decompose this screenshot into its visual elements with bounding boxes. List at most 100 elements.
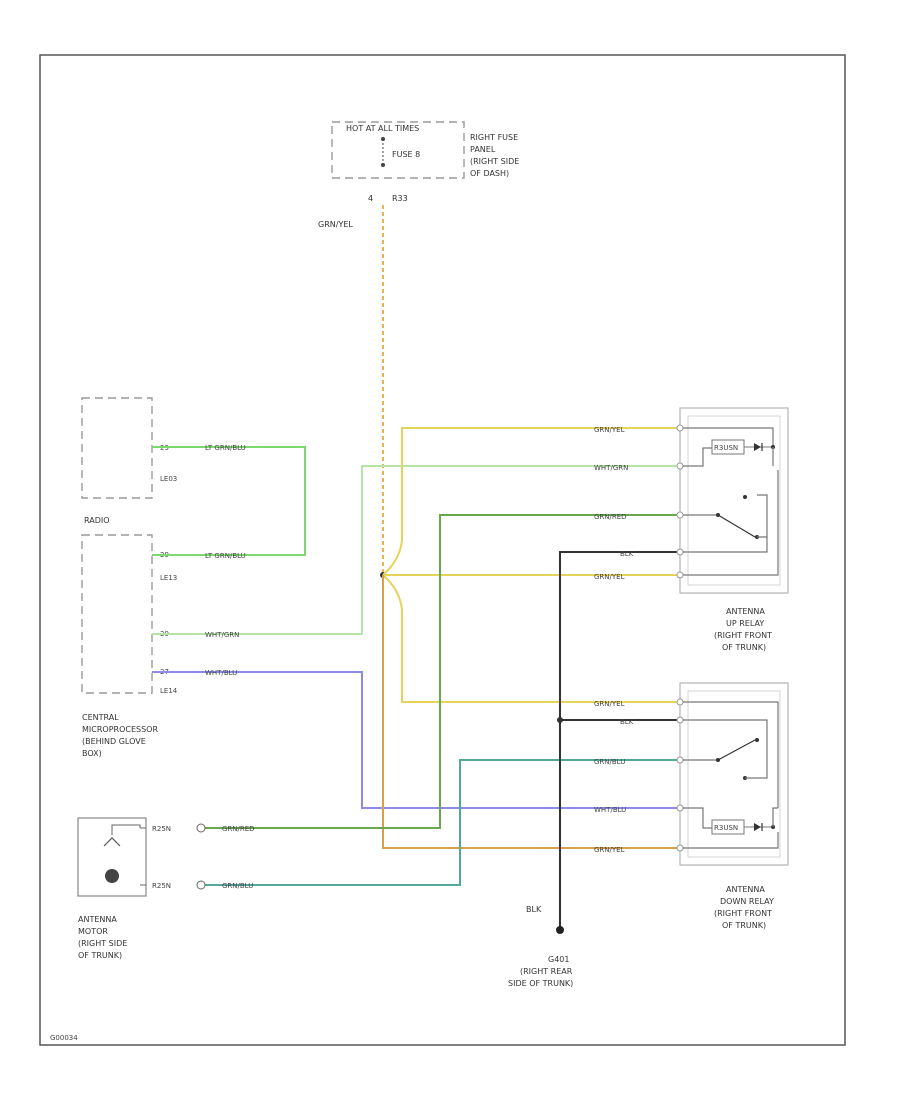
feed-to-up-relay-pin1 bbox=[382, 427, 680, 576]
down-relay-trace-7 bbox=[683, 832, 779, 849]
ground-line-1: G401 bbox=[548, 955, 569, 964]
radio-label: RADIO bbox=[84, 516, 110, 525]
up-relay-trace-5 bbox=[757, 494, 768, 538]
central-microprocessor: 29 LE13 29 27 LE14 CENTRAL MICROPROCESSO… bbox=[81, 534, 178, 758]
up-relay-trace-6 bbox=[683, 537, 768, 553]
up-relay-line-1: ANTENNA bbox=[726, 607, 765, 616]
down-relay-pin-5 bbox=[676, 844, 684, 852]
down-relay-trace-1 bbox=[683, 701, 779, 808]
micro-wht-grn-wire bbox=[152, 465, 680, 635]
up-relay-wire-5-label: GRN/YEL bbox=[594, 573, 625, 581]
micro-wht-blu-label: WHT/BLU bbox=[205, 669, 237, 677]
up-relay-trace-1 bbox=[683, 427, 774, 448]
microprocessor-outline bbox=[81, 534, 153, 694]
antenna-motor: R25N R25N bbox=[77, 817, 206, 897]
fuse-panel: HOT AT ALL TIMES FUSE 8 RIGHT FUSE PANEL… bbox=[318, 121, 519, 229]
micro-wht-blu-wire bbox=[152, 671, 680, 809]
motor-line-4: OF TRUNK) bbox=[78, 951, 122, 960]
down-relay-line-2: DOWN RELAY bbox=[720, 897, 774, 906]
motor-line-2: MOTOR bbox=[78, 927, 108, 936]
radio-outline bbox=[81, 397, 153, 499]
down-relay-wire-5-label: GRN/YEL bbox=[594, 846, 625, 854]
diagram-frame bbox=[39, 54, 846, 1046]
up-relay-trace-2 bbox=[683, 447, 712, 467]
down-relay-outline bbox=[679, 682, 789, 866]
down-relay-wire-1-label: GRN/YEL bbox=[594, 700, 625, 708]
up-relay-trace-7 bbox=[683, 470, 779, 576]
micro-line-1: CENTRAL bbox=[82, 713, 119, 722]
micro-connector-mid: LE13 bbox=[160, 574, 177, 582]
up-relay-wire-2-label: WHT/GRN bbox=[594, 464, 628, 472]
fuse-feed-wire-label: GRN/YEL bbox=[318, 220, 353, 229]
up-relay-pin-4 bbox=[676, 548, 684, 556]
down-relay-wire-3-label: GRN/BLU bbox=[594, 758, 625, 766]
down-relay-wire-2-label: BLK bbox=[620, 718, 634, 726]
ground-splice bbox=[557, 717, 563, 723]
fuse-terminal-number: 4 bbox=[368, 194, 373, 203]
up-relay-line-4: OF TRUNK) bbox=[722, 643, 766, 652]
motor-line-1: ANTENNA bbox=[78, 915, 117, 924]
down-relay-to-motor-wire bbox=[205, 759, 680, 886]
motor-line-3: (RIGHT SIDE bbox=[78, 939, 127, 948]
down-relay-pin-1 bbox=[676, 698, 684, 706]
motor-connector-2 bbox=[196, 880, 206, 890]
ground-line-2: (RIGHT REAR bbox=[520, 967, 573, 976]
ground-wire bbox=[559, 551, 680, 930]
fuse-label: FUSE 8 bbox=[392, 150, 420, 159]
down-relay-trace-4 bbox=[745, 740, 768, 779]
fuse-panel-outline bbox=[331, 121, 465, 179]
motor-arrow-icon bbox=[103, 837, 121, 847]
up-relay-wire-3-label: GRN/RED bbox=[594, 513, 627, 521]
up-relay-line-2: UP RELAY bbox=[726, 619, 764, 628]
up-relay-diode bbox=[754, 443, 761, 451]
micro-line-3: (BEHIND GLOVE bbox=[82, 737, 146, 746]
motor-wire-1-label: GRN/RED bbox=[222, 825, 255, 833]
up-relay-pin-3 bbox=[676, 511, 684, 519]
up-relay-contact-no bbox=[743, 495, 747, 499]
down-relay-diode bbox=[754, 823, 761, 831]
motor-pin-2: R25N bbox=[152, 882, 171, 890]
motor-pin-1: R25N bbox=[152, 825, 171, 833]
down-relay-switch-arm bbox=[717, 739, 756, 761]
motor-lead-top bbox=[111, 824, 141, 835]
radio-link-wire bbox=[152, 446, 306, 556]
down-relay-pin-3 bbox=[676, 756, 684, 764]
micro-connector-lower: LE14 bbox=[160, 687, 178, 695]
down-relay-line-1: ANTENNA bbox=[726, 885, 765, 894]
down-relay-line-4: OF TRUNK) bbox=[722, 921, 766, 930]
down-relay-diode-label: R3USN bbox=[714, 824, 738, 832]
fuse-terminal-bottom bbox=[381, 163, 385, 167]
radio-unit: 29 LE03 RADIO bbox=[81, 397, 177, 525]
down-relay-trace-6 bbox=[772, 807, 778, 827]
down-relay-pin-2 bbox=[676, 716, 684, 724]
radio-link-bottom-label: LT GRN/BLU bbox=[205, 552, 246, 560]
micro-wht-grn-label: WHT/GRN bbox=[205, 631, 239, 639]
up-relay-wire-1-label: GRN/YEL bbox=[594, 426, 625, 434]
antenna-up-relay: R3USN bbox=[676, 407, 789, 594]
feed-to-down-relay-pin1 bbox=[382, 574, 680, 703]
down-relay-trace-2 bbox=[683, 719, 768, 740]
ground-wire-label: BLK bbox=[526, 905, 542, 914]
down-relay-inner bbox=[687, 690, 781, 858]
radio-connector-upper: LE03 bbox=[160, 475, 177, 483]
up-relay-pin-2 bbox=[676, 462, 684, 470]
antenna-down-relay: R3USN bbox=[676, 682, 789, 866]
fuse-location-2: PANEL bbox=[470, 145, 496, 154]
fuse-connector: R33 bbox=[392, 194, 408, 203]
up-relay-wire-4-label: BLK bbox=[620, 550, 634, 558]
fuse-header: HOT AT ALL TIMES bbox=[346, 124, 419, 133]
motor-symbol-icon bbox=[105, 869, 119, 883]
micro-line-4: BOX) bbox=[82, 749, 102, 758]
up-relay-pin-5 bbox=[676, 571, 684, 579]
down-relay-pin-4 bbox=[676, 804, 684, 812]
fuse-location-3: (RIGHT SIDE bbox=[470, 157, 519, 166]
up-relay-pin-1 bbox=[676, 424, 684, 432]
up-relay-switch-arm bbox=[717, 514, 756, 538]
down-relay-trace-5 bbox=[683, 807, 712, 829]
fuse-location-4: OF DASH) bbox=[470, 169, 509, 178]
motor-wire-2-label: GRN/BLU bbox=[222, 882, 253, 890]
diagram-code: G00034 bbox=[50, 1034, 78, 1042]
ground-line-3: SIDE OF TRUNK) bbox=[508, 979, 573, 988]
up-relay-inner bbox=[687, 415, 781, 586]
